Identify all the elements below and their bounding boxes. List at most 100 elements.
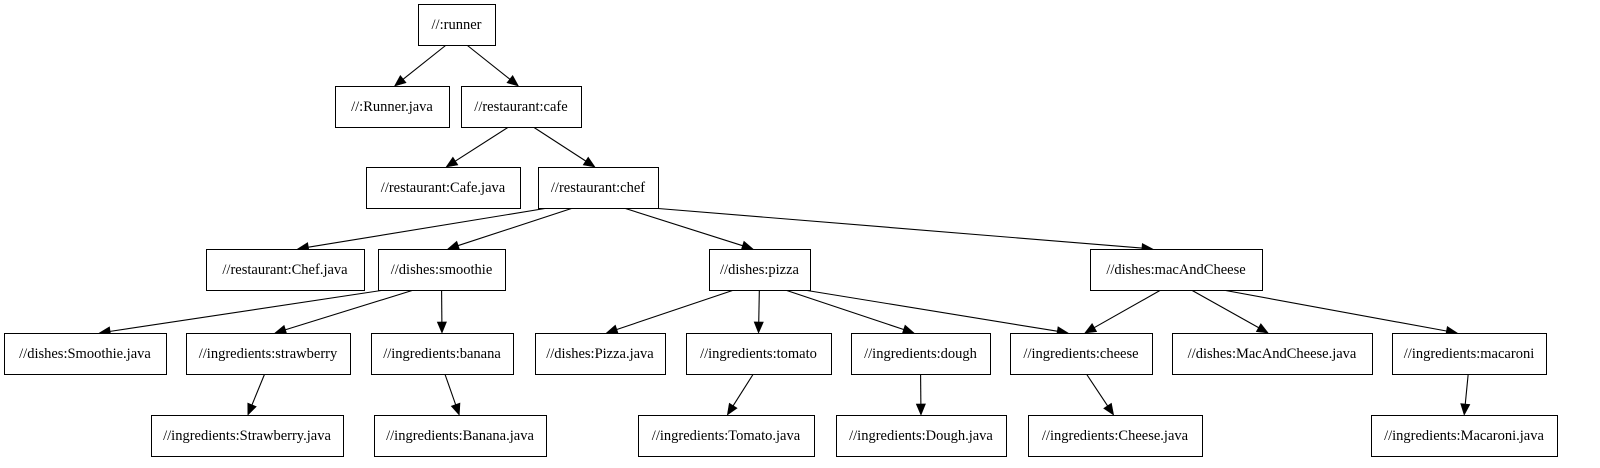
arrowhead-dishes_macandcheese-to-dishes_macandcheese_java bbox=[1255, 323, 1269, 334]
graph-node-dishes_macandcheese_java[interactable]: //dishes:MacAndCheese.java bbox=[1172, 333, 1373, 375]
node-box-ing_macaroni_java[interactable] bbox=[1371, 415, 1558, 457]
graph-node-ing_tomato_java[interactable]: //ingredients:Tomato.java bbox=[638, 415, 815, 457]
edge-dishes_macandcheese-to-ing_macaroni bbox=[1222, 289, 1447, 332]
node-box-runner_java[interactable] bbox=[335, 86, 450, 128]
node-box-dishes_smoothie_java[interactable] bbox=[4, 333, 167, 375]
arrowhead-dishes_pizza-to-dishes_pizza_java bbox=[605, 324, 619, 335]
node-box-ing_tomato_java[interactable] bbox=[638, 415, 815, 457]
node-label-ing_macaroni: //ingredients:macaroni bbox=[1404, 346, 1534, 362]
graph-node-dishes_smoothie_java[interactable]: //dishes:Smoothie.java bbox=[4, 333, 167, 375]
node-box-restaurant_chef[interactable] bbox=[538, 167, 659, 209]
graph-node-ing_strawberry_java[interactable]: //ingredients:Strawberry.java bbox=[151, 415, 344, 457]
node-label-ing_dough_java: //ingredients:Dough.java bbox=[849, 428, 993, 444]
edge-runner-to-runner_java bbox=[402, 44, 447, 80]
edge-restaurant_cafe-to-restaurant_cafe_java bbox=[455, 126, 509, 162]
nodes-layer: //:runner //:Runner.java //restaurant:cafe… bbox=[4, 4, 1558, 457]
node-label-ing_banana_java: //ingredients:Banana.java bbox=[386, 428, 534, 444]
arrowhead-ing_cheese-to-ing_cheese_java bbox=[1103, 402, 1115, 416]
graph-node-dishes_macandcheese[interactable]: //dishes:macAndCheese bbox=[1090, 249, 1263, 291]
node-box-ing_banana[interactable] bbox=[371, 333, 514, 375]
edge-restaurant_chef-to-dishes_smoothie bbox=[458, 207, 574, 247]
node-label-dishes_pizza: //dishes:pizza bbox=[720, 262, 799, 278]
node-label-ing_strawberry_java: //ingredients:Strawberry.java bbox=[163, 428, 331, 444]
node-label-ing_dough: //ingredients:dough bbox=[864, 346, 978, 362]
arrowhead-dishes_pizza-to-ing_dough bbox=[901, 324, 915, 335]
node-box-dishes_smoothie[interactable] bbox=[378, 249, 506, 291]
edge-ing_tomato-to-ing_tomato_java bbox=[732, 373, 754, 407]
edge-restaurant_cafe-to-restaurant_chef bbox=[533, 126, 586, 162]
node-box-ing_dough_java[interactable] bbox=[836, 415, 1007, 457]
node-label-restaurant_chef_java: //restaurant:Chef.java bbox=[222, 262, 348, 278]
edge-ing_cheese-to-ing_cheese_java bbox=[1085, 373, 1109, 407]
graph-node-ing_strawberry[interactable]: //ingredients:strawberry bbox=[186, 333, 351, 375]
node-label-ing_macaroni_java: //ingredients:Macaroni.java bbox=[1384, 428, 1544, 444]
node-box-ing_dough[interactable] bbox=[851, 333, 991, 375]
arrowhead-dishes_smoothie-to-ing_strawberry bbox=[274, 324, 288, 335]
arrowhead-ing_dough-to-ing_dough_java bbox=[915, 403, 926, 416]
arrowhead-restaurant_cafe-to-restaurant_chef bbox=[582, 156, 596, 168]
arrowhead-ing_tomato-to-ing_tomato_java bbox=[726, 402, 738, 416]
graph-node-restaurant_chef_java[interactable]: //restaurant:Chef.java bbox=[206, 249, 365, 291]
graph-node-ing_banana[interactable]: //ingredients:banana bbox=[371, 333, 514, 375]
arrowhead-restaurant_cafe-to-restaurant_cafe_java bbox=[445, 156, 459, 168]
node-box-ing_macaroni[interactable] bbox=[1392, 333, 1547, 375]
node-box-dishes_macandcheese_java[interactable] bbox=[1172, 333, 1373, 375]
graph-node-restaurant_cafe_java[interactable]: //restaurant:Cafe.java bbox=[366, 167, 521, 209]
node-box-restaurant_cafe_java[interactable] bbox=[366, 167, 521, 209]
edge-ing_strawberry-to-ing_strawberry_java bbox=[251, 373, 266, 406]
graph-node-ing_dough_java[interactable]: //ingredients:Dough.java bbox=[836, 415, 1007, 457]
node-label-ing_tomato: //ingredients:tomato bbox=[700, 346, 817, 362]
graph-node-ing_macaroni_java[interactable]: //ingredients:Macaroni.java bbox=[1371, 415, 1558, 457]
node-box-restaurant_cafe[interactable] bbox=[461, 86, 582, 128]
graph-node-restaurant_chef[interactable]: //restaurant:chef bbox=[538, 167, 659, 209]
edge-ing_banana-to-ing_banana_java bbox=[444, 373, 457, 405]
arrowhead-ing_banana-to-ing_banana_java bbox=[450, 402, 461, 416]
arrowhead-runner-to-runner_java bbox=[393, 75, 407, 87]
graph-node-dishes_pizza_java[interactable]: //dishes:Pizza.java bbox=[535, 333, 666, 375]
node-box-restaurant_chef_java[interactable] bbox=[206, 249, 365, 291]
edge-dishes_pizza-to-dishes_pizza_java bbox=[616, 289, 735, 331]
graph-node-ing_tomato[interactable]: //ingredients:tomato bbox=[686, 333, 832, 375]
node-label-runner: //:runner bbox=[432, 17, 482, 33]
node-label-dishes_macandcheese_java: //dishes:MacAndCheese.java bbox=[1188, 346, 1357, 362]
node-box-dishes_pizza[interactable] bbox=[709, 249, 811, 291]
graph-node-runner_java[interactable]: //:Runner.java bbox=[335, 86, 450, 128]
graph-node-restaurant_cafe[interactable]: //restaurant:cafe bbox=[461, 86, 582, 128]
edge-dishes_smoothie-to-ing_strawberry bbox=[285, 289, 414, 331]
node-label-ing_strawberry: //ingredients:strawberry bbox=[199, 346, 338, 362]
node-box-dishes_macandcheese[interactable] bbox=[1090, 249, 1263, 291]
edge-dishes_macandcheese-to-dishes_macandcheese_java bbox=[1191, 289, 1259, 329]
graph-node-runner[interactable]: //:runner bbox=[418, 4, 496, 46]
node-box-ing_banana_java[interactable] bbox=[374, 415, 547, 457]
node-box-ing_tomato[interactable] bbox=[686, 333, 832, 375]
graph-node-ing_cheese_java[interactable]: //ingredients:Cheese.java bbox=[1028, 415, 1203, 457]
graph-node-dishes_pizza[interactable]: //dishes:pizza bbox=[709, 249, 811, 291]
edge-dishes_smoothie-to-dishes_smoothie_java bbox=[110, 289, 385, 332]
node-label-dishes_smoothie_java: //dishes:Smoothie.java bbox=[19, 346, 151, 362]
node-box-ing_cheese[interactable] bbox=[1010, 333, 1153, 375]
arrowhead-restaurant_chef-to-dishes_smoothie bbox=[447, 240, 461, 251]
arrowhead-dishes_macandcheese-to-ing_cheese bbox=[1084, 323, 1098, 334]
node-box-ing_cheese_java[interactable] bbox=[1028, 415, 1203, 457]
node-box-dishes_pizza_java[interactable] bbox=[535, 333, 666, 375]
edge-dishes_pizza-to-ing_dough bbox=[785, 289, 904, 331]
graph-node-ing_cheese[interactable]: //ingredients:cheese bbox=[1010, 333, 1153, 375]
node-box-runner[interactable] bbox=[418, 4, 496, 46]
graph-node-ing_dough[interactable]: //ingredients:dough bbox=[851, 333, 991, 375]
node-label-runner_java: //:Runner.java bbox=[351, 99, 433, 115]
node-label-ing_cheese: //ingredients:cheese bbox=[1023, 346, 1138, 362]
graph-node-ing_macaroni[interactable]: //ingredients:macaroni bbox=[1392, 333, 1547, 375]
edge-runner-to-restaurant_cafe bbox=[466, 44, 511, 80]
arrowhead-ing_strawberry-to-ing_strawberry_java bbox=[247, 402, 257, 416]
node-box-ing_strawberry_java[interactable] bbox=[151, 415, 344, 457]
edge-ing_macaroni-to-ing_macaroni_java bbox=[1464, 373, 1469, 405]
arrowhead-dishes_smoothie-to-ing_banana bbox=[436, 321, 447, 334]
node-box-ing_strawberry[interactable] bbox=[186, 333, 351, 375]
graph-node-ing_banana_java[interactable]: //ingredients:Banana.java bbox=[374, 415, 547, 457]
node-label-restaurant_cafe_java: //restaurant:Cafe.java bbox=[381, 180, 506, 196]
graph-node-dishes_smoothie[interactable]: //dishes:smoothie bbox=[378, 249, 506, 291]
arrowhead-dishes_pizza-to-ing_tomato bbox=[753, 321, 764, 334]
node-label-dishes_macandcheese: //dishes:macAndCheese bbox=[1106, 262, 1245, 278]
node-label-dishes_smoothie: //dishes:smoothie bbox=[391, 262, 493, 278]
